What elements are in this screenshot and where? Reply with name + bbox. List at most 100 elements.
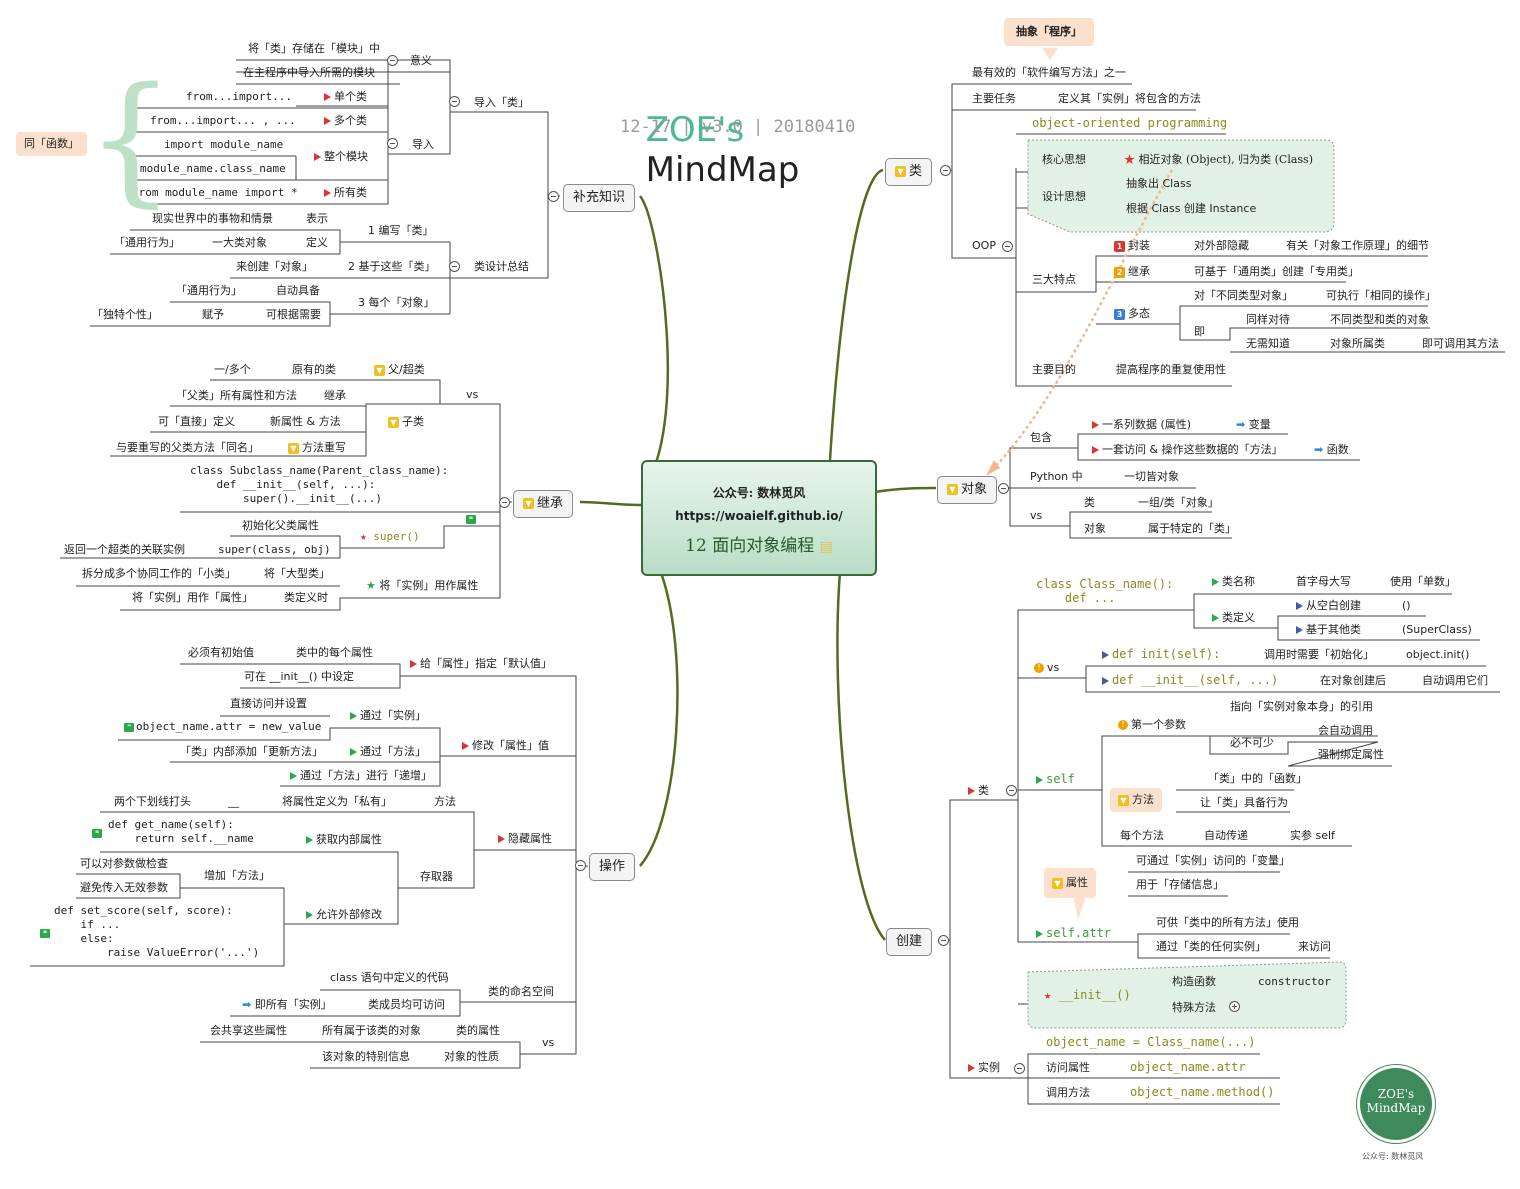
cr-first: !第一个参数 [1118,718,1186,732]
inherit-vs[interactable]: vs [466,388,479,401]
op-hide[interactable]: 隐藏属性 [498,832,552,846]
toggle-circle[interactable] [449,96,460,107]
op-default[interactable]: 给「属性」指定「默认值」 [410,657,552,671]
obj-data-text: 一系列数据 (属性) [1102,418,1192,431]
obj-variable: ➡ 变量 [1236,418,1271,432]
branch-operate[interactable]: 操作 [589,853,636,881]
op-cls-attr[interactable]: 类的属性 [456,1024,500,1037]
inherit-override[interactable]: ▼方法重写 [288,441,346,455]
cls-core[interactable]: 核心思想 [1042,153,1086,166]
cr-other-v: (SuperClass) [1402,623,1472,636]
op-private-a: 两个下划线打头 [114,795,191,808]
design-3a: 「通用行为」 [176,284,242,297]
filter-icon: ▼ [523,498,534,509]
op-get-l: 获取内部属性 [306,833,382,847]
cls-oop[interactable]: OOP [972,239,996,252]
toggle-circle[interactable] [548,191,559,202]
expand-circle[interactable] [1229,1001,1240,1012]
cr-init1-text: def init(self): [1112,647,1221,661]
inherit-parent-a: 一/多个 [214,363,251,376]
toggle-circle[interactable] [499,497,510,508]
op-via-method[interactable]: 通过「方法」 [350,745,426,759]
op-namespace[interactable]: 类的命名空间 [488,985,554,998]
center-node[interactable]: 公众号: 数林觅风 https://woaielf.github.io/ 12 … [641,460,877,576]
filter-icon: ▼ [895,166,906,177]
toggle-circle[interactable] [998,483,1009,494]
inherit-parent-b: 原有的类 [292,363,336,376]
op-vs[interactable]: vs [542,1036,555,1049]
toggle-circle[interactable] [1006,785,1017,796]
node-meaning[interactable]: 意义 [410,54,432,67]
node-import-sub[interactable]: 导入 [412,138,434,151]
cr-init2-text: def __init__(self, ...) [1112,673,1279,687]
cr-sa-c: 来访问 [1298,940,1331,953]
design-1[interactable]: 1 编写「类」 [368,224,434,237]
op-via-method-inc[interactable]: 通过「方法」进行「递增」 [290,769,432,783]
obj-python[interactable]: Python 中 [1030,470,1083,483]
cr-init1-b: object.init() [1406,648,1470,661]
toggle-circle[interactable] [387,138,398,149]
cr-vs[interactable]: !vs [1034,661,1059,675]
flag-icon [1092,446,1099,454]
inherit-super[interactable]: ★ super() [360,530,420,544]
cr-cls[interactable]: 类 [968,784,989,798]
cls-three[interactable]: 三大特点 [1032,273,1076,286]
inherit-instance-attr[interactable]: ★ 将「实例」用作属性 [366,579,478,593]
toggle-circle[interactable] [449,261,460,272]
branch-object[interactable]: ▼对象 [937,476,998,504]
cr-init[interactable]: ★ __init__() [1044,988,1131,1002]
obj-vs[interactable]: vs [1030,509,1043,522]
cls-main-task-a: 定义其「实例」将包含的方法 [1058,92,1201,105]
op-accessor[interactable]: 存取器 [420,870,453,883]
number-1-icon: 1 [1114,240,1125,252]
cr-selfattr[interactable]: self.attr [1036,926,1111,940]
cr-classname[interactable]: 类名称 [1212,575,1255,589]
toggle-circle[interactable] [575,860,586,871]
op-cls-attr-a: 会共享这些属性 [210,1024,287,1037]
toggle-circle[interactable] [940,165,951,176]
inherit-parent[interactable]: ▼父/超类 [374,363,425,377]
op-via-instance[interactable]: 通过「实例」 [350,709,426,723]
design-1b: 「通用行为」 [114,236,180,249]
cls-design[interactable]: 设计思想 [1042,190,1086,203]
toggle-circle[interactable] [1002,241,1013,252]
branch-class[interactable]: ▼类 [885,158,933,186]
obj-data: 一系列数据 (属性) [1092,418,1191,432]
op-cls-attr-m: 所有属于该类的对象 [322,1024,421,1037]
obj-contain[interactable]: 包含 [1030,431,1052,444]
toggle-circle[interactable] [387,55,398,66]
design-1b-l: 定义 [306,236,328,249]
design-3b-m: 赋予 [202,308,224,321]
flag-icon [324,117,331,125]
node-design[interactable]: 类设计总结 [474,260,529,273]
op-default-b: 可在 __init__() 中设定 [244,670,354,683]
flag-icon [350,748,357,756]
op-obj-attr[interactable]: 对象的性质 [444,1050,499,1063]
branch-create[interactable]: 创建 [886,928,933,956]
cls-main-task[interactable]: 主要任务 [972,92,1016,105]
toggle-circle[interactable] [1014,1063,1025,1074]
cr-instance[interactable]: 实例 [968,1061,1000,1075]
filter-icon: ▼ [288,442,299,454]
op-ns-b: ➡ 即所有「实例」 [242,998,332,1012]
op-modify[interactable]: 修改「属性」值 [462,739,549,753]
flag-icon [1102,676,1109,685]
cr-self[interactable]: self [1036,772,1075,786]
design-2[interactable]: 2 基于这些「类」 [348,260,436,273]
node-import[interactable]: 导入「类」 [474,96,529,109]
design-3[interactable]: 3 每个「对象」 [358,296,435,309]
cr-classdef[interactable]: 类定义 [1212,611,1255,625]
cr-attr-b: 用于「存储信息」 [1136,878,1224,891]
quote-icon: ❝ [124,722,134,732]
inherit-super-a: 初始化父类属性 [242,519,319,532]
inherit-child[interactable]: ▼子类 [388,415,424,429]
cls-purpose[interactable]: 主要目的 [1032,363,1076,376]
cr-first-text: 第一个参数 [1131,718,1186,731]
flag-icon [306,836,313,844]
branch-inherit[interactable]: ▼继承 [513,490,574,518]
toggle-circle[interactable] [938,935,949,946]
branch-supplement[interactable]: 补充知识 [563,184,636,212]
